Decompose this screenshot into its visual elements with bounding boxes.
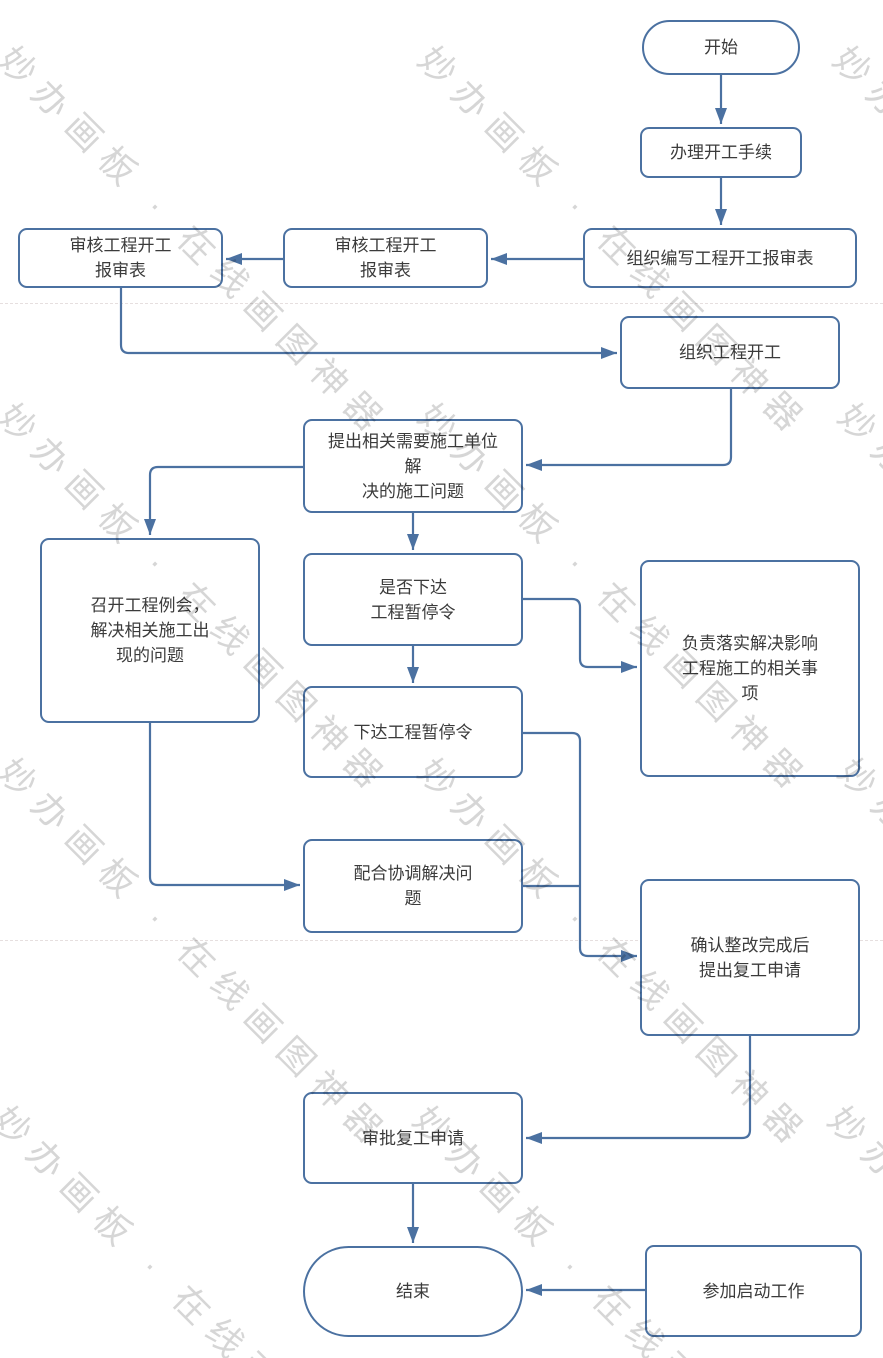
flow-node-label: 工程暂停令 [370, 602, 456, 622]
edge-confirm-rectification-to-approve-resume-work [526, 1036, 752, 1144]
edge-raise-issues-to-hold-meeting [144, 465, 303, 535]
flow-node-label: 决的施工问题 [362, 481, 464, 501]
flow-node-label: 现的问题 [116, 646, 184, 665]
flow-node-handle-start-procedure: 办理开工手续 [640, 127, 802, 178]
flow-node-raise-issues: 提出相关需要施工单位解决的施工问题 [303, 419, 523, 513]
edge-review-report-left-to-organize-commencement [119, 288, 617, 359]
flow-node-start: 开始 [642, 20, 800, 75]
flow-node-coordinate-solve: 配合协调解决问题 [303, 839, 523, 933]
flow-node-label: 报审表 [360, 261, 411, 280]
flow-node-label: 召开工程例会， [90, 596, 210, 615]
flow-node-organize-write-report: 组织编写工程开工报审表 [583, 228, 857, 288]
flow-node-label: 提出复工申请 [699, 960, 801, 980]
flow-node-organize-commencement: 组织工程开工 [620, 316, 840, 389]
flow-node-approve-resume-work: 审批复工申请 [303, 1092, 523, 1184]
flow-node-label: 参加启动工作 [702, 1281, 805, 1301]
flow-node-issue-suspend-order: 下达工程暂停令 [303, 686, 523, 778]
flow-node-label: 确认整改完成后 [690, 935, 810, 955]
flow-node-label: 审核工程开工 [69, 236, 172, 255]
flow-node-label: 负责落实解决影响 [682, 634, 818, 653]
page-guide-line [0, 940, 883, 941]
flow-node-label: 工程施工的相关事 [682, 659, 818, 678]
flow-node-implement-solutions: 负责落实解决影响工程施工的相关事项 [640, 560, 860, 777]
flow-node-label: 是否下达 [379, 577, 447, 597]
flow-node-label: 审核工程开工 [334, 236, 437, 255]
flow-node-label: 配合协调解决问 [353, 864, 473, 883]
flow-node-hold-meeting: 召开工程例会， 解决相关施工出现的问题 [40, 538, 260, 723]
flow-node-label: 组织编写工程开工报审表 [626, 248, 814, 268]
flow-node-label: 结束 [396, 1282, 430, 1301]
flow-node-label: 提出相关需要施工单位 [328, 431, 498, 451]
flow-node-label: 组织工程开工 [679, 343, 781, 362]
flow-node-review-report-left: 审核工程开工报审表 [18, 228, 223, 288]
flow-node-review-report-middle: 审核工程开工报审表 [283, 228, 488, 288]
edge-issue-suspend-order-to-confirm-rectification [523, 731, 637, 962]
flow-node-label: 题 [404, 889, 422, 908]
flow-node-label: 开始 [704, 38, 738, 57]
flow-node-label: 办理开工手续 [670, 143, 772, 162]
flow-node-label: 解 [404, 456, 422, 476]
flow-node-label: 审批复工申请 [362, 1128, 464, 1148]
flow-node-label: 报审表 [95, 261, 146, 280]
edge-whether-suspend-order-to-implement-solutions [523, 597, 637, 673]
edge-hold-meeting-to-coordinate-solve [148, 723, 300, 891]
flow-node-confirm-rectification: 确认整改完成后提出复工申请 [640, 879, 860, 1036]
page-guide-line [0, 303, 883, 304]
edge-organize-commencement-to-raise-issues [526, 389, 733, 471]
flow-node-label: 下达工程暂停令 [353, 722, 473, 742]
flow-node-label: 解决相关施工出 [90, 621, 210, 640]
flow-node-label: 项 [741, 684, 759, 703]
flow-node-whether-suspend-order: 是否下达工程暂停令 [303, 553, 523, 646]
flow-node-end: 结束 [303, 1246, 523, 1337]
flow-node-join-startup-work: 参加启动工作 [645, 1245, 862, 1337]
